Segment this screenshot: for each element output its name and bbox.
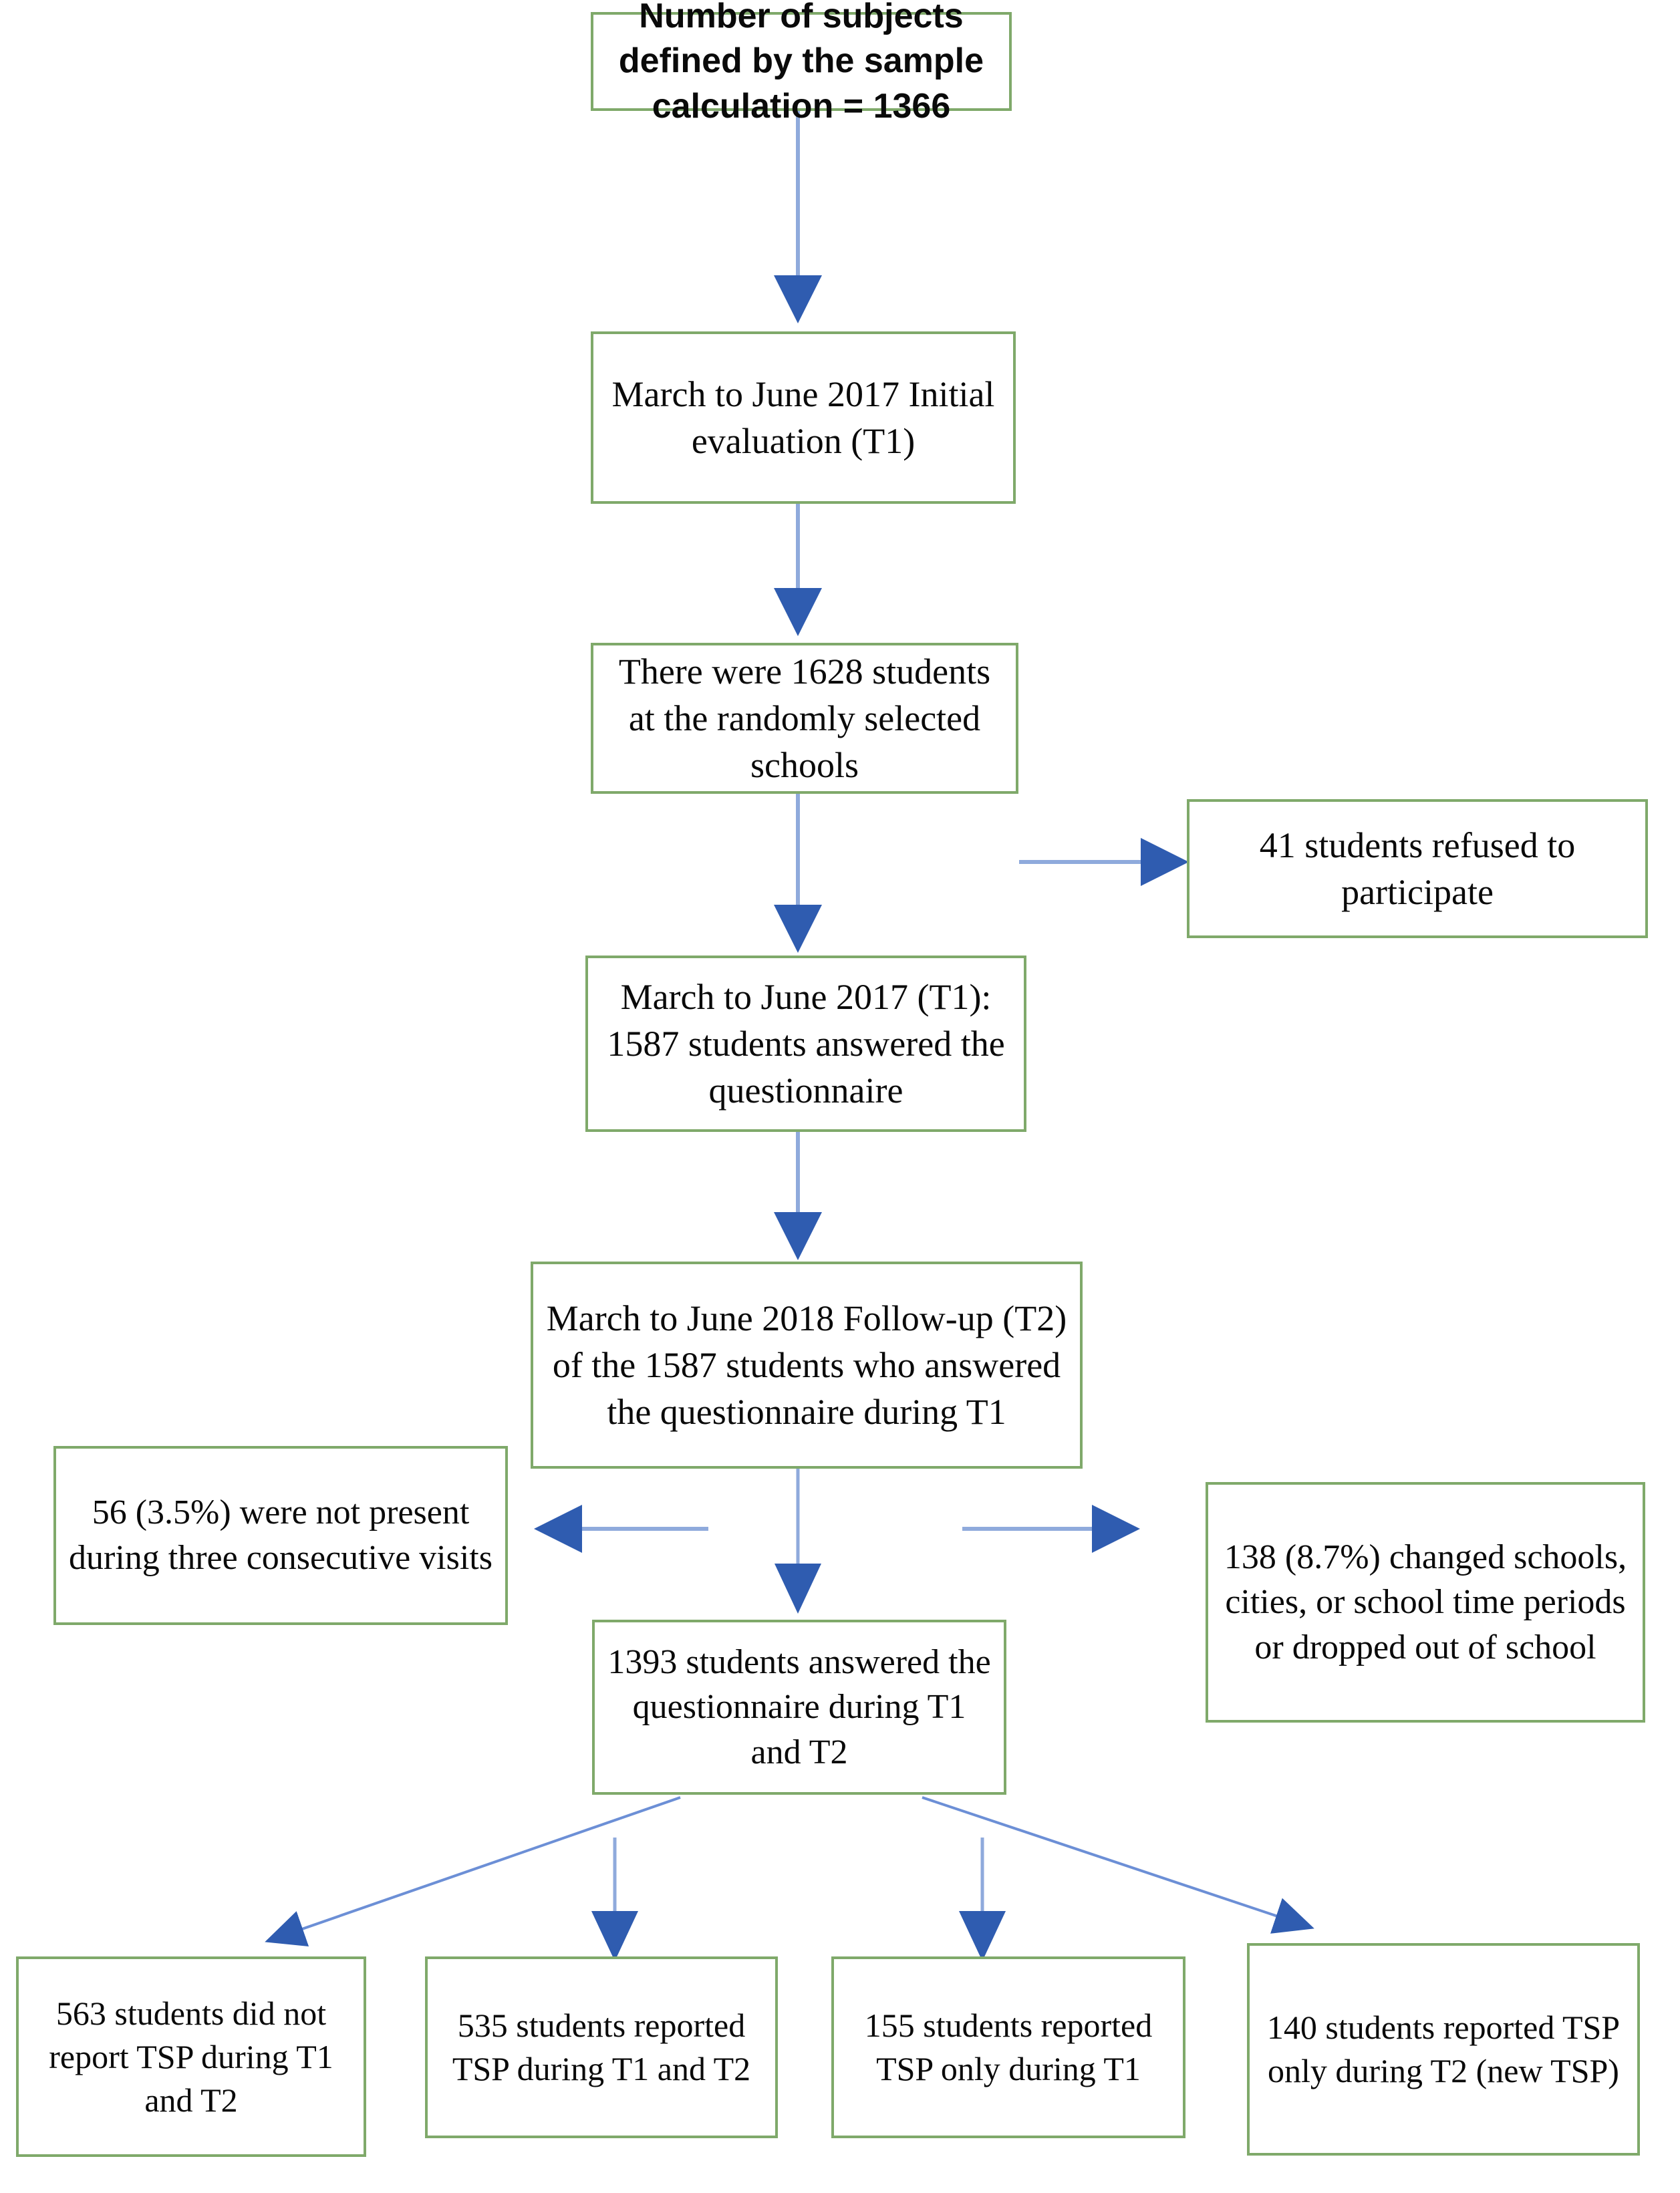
node-changed-schools-text: 138 (8.7%) changed schools, cities, or s… — [1224, 1538, 1627, 1666]
node-tsp-both[interactable]: 535 students reported TSP during T1 and … — [425, 1956, 778, 2138]
node-tsp-t1-only[interactable]: 155 students reported TSP only during T1 — [831, 1956, 1185, 2138]
node-refused-participate[interactable]: 41 students refused to participate — [1187, 799, 1648, 938]
node-changed-schools[interactable]: 138 (8.7%) changed schools, cities, or s… — [1206, 1482, 1645, 1723]
node-tsp-both-text: 535 students reported TSP during T1 and … — [452, 2007, 751, 2087]
node-answered-t1-text: March to June 2017 (T1): 1587 students a… — [607, 976, 1005, 1111]
node-tsp-t1-only-text: 155 students reported TSP only during T1 — [864, 2007, 1153, 2087]
node-sample-calculation[interactable]: Number of subjects defined by the sample… — [591, 0, 1012, 126]
node-followup-t2[interactable]: March to June 2018 Follow-up (T2) of the… — [531, 1262, 1083, 1469]
node-answered-t1[interactable]: March to June 2017 (T1): 1587 students a… — [585, 956, 1026, 1132]
node-initial-evaluation-t1[interactable]: March to June 2017 Initial evaluation (T… — [591, 331, 1016, 504]
edge-both-to-no-tsp — [265, 1796, 681, 1947]
node-tsp-t2-only-text: 140 students reported TSP only during T2… — [1266, 2009, 1621, 2089]
node-students-at-schools[interactable]: There were 1628 students at the randomly… — [591, 643, 1018, 794]
node-refused-participate-text: 41 students refused to participate — [1259, 825, 1576, 912]
node-answered-t1-t2[interactable]: 1393 students answered the questionnaire… — [592, 1620, 1006, 1795]
node-no-tsp-text: 563 students did not report TSP during T… — [49, 1994, 333, 2119]
node-answered-t1-t2-text: 1393 students answered the questionnaire… — [607, 1642, 991, 1771]
node-no-tsp[interactable]: 563 students did not report TSP during T… — [16, 1956, 366, 2157]
edge-both-to-tsp-t2-only — [922, 1796, 1314, 1934]
node-tsp-t2-only[interactable]: 140 students reported TSP only during T2… — [1247, 1943, 1640, 2156]
node-sample-calculation-text: Number of subjects defined by the sample… — [618, 0, 984, 126]
node-not-present[interactable]: 56 (3.5%) were not present during three … — [53, 1446, 508, 1625]
node-not-present-text: 56 (3.5%) were not present during three … — [69, 1493, 493, 1577]
node-initial-evaluation-t1-text: March to June 2017 Initial evaluation (T… — [611, 374, 995, 461]
node-students-at-schools-text: There were 1628 students at the randomly… — [618, 651, 991, 786]
node-followup-t2-text: March to June 2018 Follow-up (T2) of the… — [546, 1298, 1067, 1433]
